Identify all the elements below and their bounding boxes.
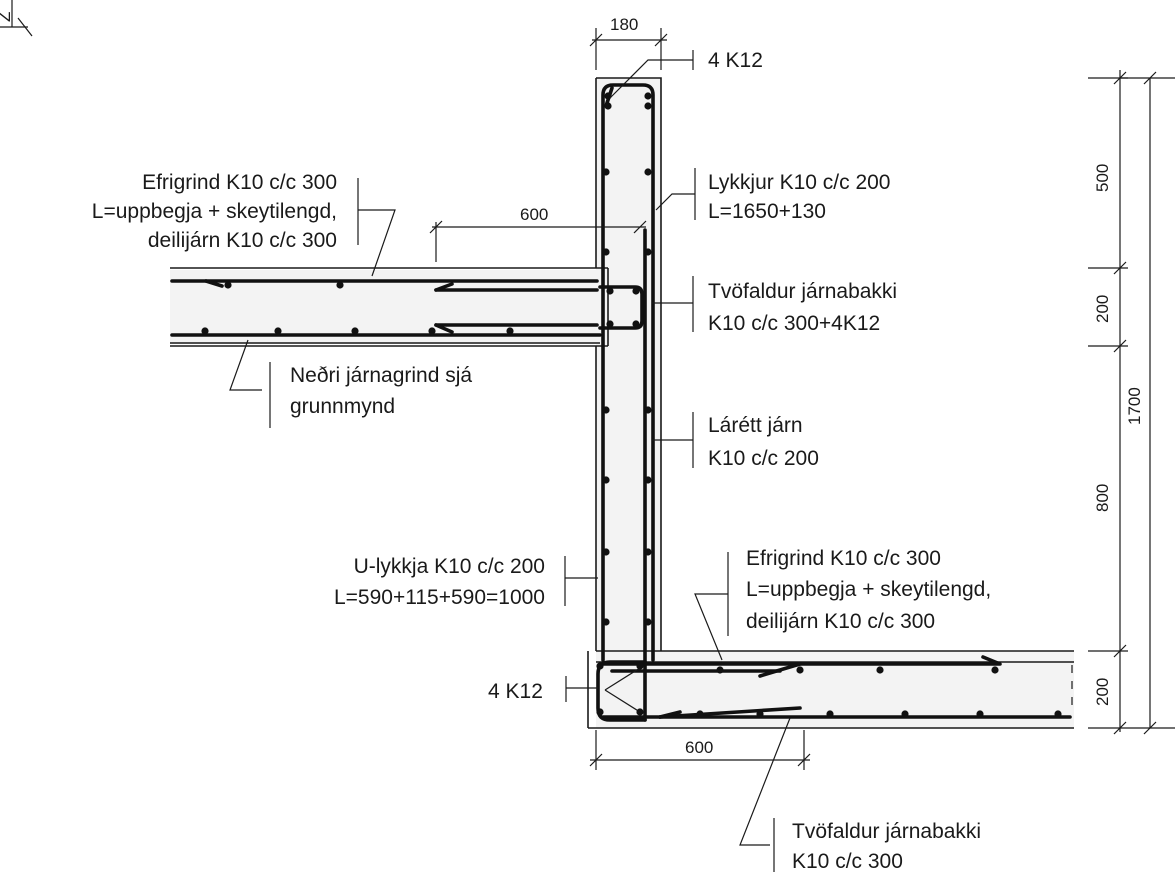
rebar-section-dot xyxy=(901,710,909,718)
rebar xyxy=(170,83,1072,722)
rebar-section-dot xyxy=(696,710,704,718)
rebar-section-dot xyxy=(336,281,344,289)
label-double-tray-1: Tvöfaldur járnabakki xyxy=(708,280,897,303)
rebar-section-dot xyxy=(716,666,724,674)
label-loops-1: Lykkjur K10 c/c 200 xyxy=(708,171,890,194)
rebar-section-dot xyxy=(826,710,834,718)
rebar-section-dot xyxy=(644,406,652,414)
dim-600-top: 600 xyxy=(520,205,548,224)
label-double-tray-2: K10 c/c 300+4K12 xyxy=(708,312,880,335)
rebar-section-dot xyxy=(644,102,652,110)
rebar-section-dot xyxy=(604,102,612,110)
rebar-section-dot xyxy=(602,476,610,484)
rebar-section-dot xyxy=(644,248,652,256)
label-lower-grid-1: Neðri járnagrind sjá xyxy=(290,364,472,387)
rebar-section-dot xyxy=(602,248,610,256)
rebar-section-dot xyxy=(351,327,359,335)
label-u-loop-2: L=590+115+590=1000 xyxy=(334,586,545,609)
rebar-section-dot xyxy=(428,327,436,335)
dim-1700: 1700 xyxy=(1125,387,1144,425)
rebar-section-dot xyxy=(602,618,610,626)
rebar-section-dot xyxy=(602,548,610,556)
rebar-section-dot xyxy=(976,710,984,718)
dim-500: 500 xyxy=(1093,164,1112,192)
rebar-section-dot xyxy=(756,710,764,718)
label-loops-2: L=1650+130 xyxy=(708,200,826,223)
rebar-section-dot xyxy=(224,281,232,289)
label-bottom-bars: 4 K12 xyxy=(488,680,543,703)
rebar-section-dot xyxy=(506,327,514,335)
label-horizontal-1: Lárétt járn xyxy=(708,414,803,437)
dim-600-bottom: 600 xyxy=(685,738,713,757)
corner-mark: Z xyxy=(0,0,33,37)
label-bottom-grid-1: Efrigrind K10 c/c 300 xyxy=(746,547,941,570)
label-horizontal-2: K10 c/c 200 xyxy=(708,447,819,470)
label-bottom-tray-2: K10 c/c 300 xyxy=(792,850,903,873)
label-bottom-grid-2: L=uppbegja + skeytilengd, xyxy=(746,578,991,601)
label-u-loop-1: U-lykkja K10 c/c 200 xyxy=(354,555,545,578)
rebar-section-dot xyxy=(602,406,610,414)
rebar-section-dot xyxy=(644,476,652,484)
label-bottom-tray-1: Tvöfaldur járnabakki xyxy=(792,820,981,843)
label-upper-grid-1: Efrigrind K10 c/c 300 xyxy=(142,171,337,194)
label-upper-grid-2: L=uppbegja + skeytilengd, xyxy=(92,200,337,223)
label-lower-grid-2: grunnmynd xyxy=(290,395,395,418)
rebar-section-dot xyxy=(644,168,652,176)
rebar-section-dot xyxy=(602,168,610,176)
rebar-section-dot xyxy=(201,327,209,335)
rebar-section-dot xyxy=(644,548,652,556)
rebar-section-dot xyxy=(606,320,614,328)
label-top-bars: 4 K12 xyxy=(708,49,763,72)
rebar-section-dot xyxy=(632,287,640,295)
rebar-section-dot xyxy=(274,327,282,335)
leader-lines xyxy=(229,50,791,872)
rebar-section-dot xyxy=(606,287,614,295)
rebar-section-dot xyxy=(876,666,884,674)
dim-200-top: 200 xyxy=(1093,295,1112,323)
dim-800: 800 xyxy=(1093,484,1112,512)
rebar-section-dot xyxy=(644,92,652,100)
rebar-section-dot xyxy=(636,662,644,670)
rebar-dots xyxy=(201,92,1062,718)
label-upper-grid-3: deilijárn K10 c/c 300 xyxy=(148,229,337,252)
rebar-section-dot xyxy=(604,92,612,100)
label-bottom-grid-3: deilijárn K10 c/c 300 xyxy=(746,610,935,633)
rebar-section-dot xyxy=(991,666,999,674)
dim-180: 180 xyxy=(610,15,638,34)
rebar-section-dot xyxy=(644,618,652,626)
rebar-section-dot xyxy=(1054,710,1062,718)
rebar-section-dot xyxy=(596,662,604,670)
rebar-section-dot xyxy=(632,320,640,328)
dimension-lines xyxy=(429,28,1175,770)
corner-mark-text: Z xyxy=(0,12,14,22)
rebar-section-dot xyxy=(596,708,604,716)
dim-200-bottom: 200 xyxy=(1093,678,1112,706)
rebar-section-dot xyxy=(796,666,804,674)
rebar-section-dot xyxy=(636,708,644,716)
